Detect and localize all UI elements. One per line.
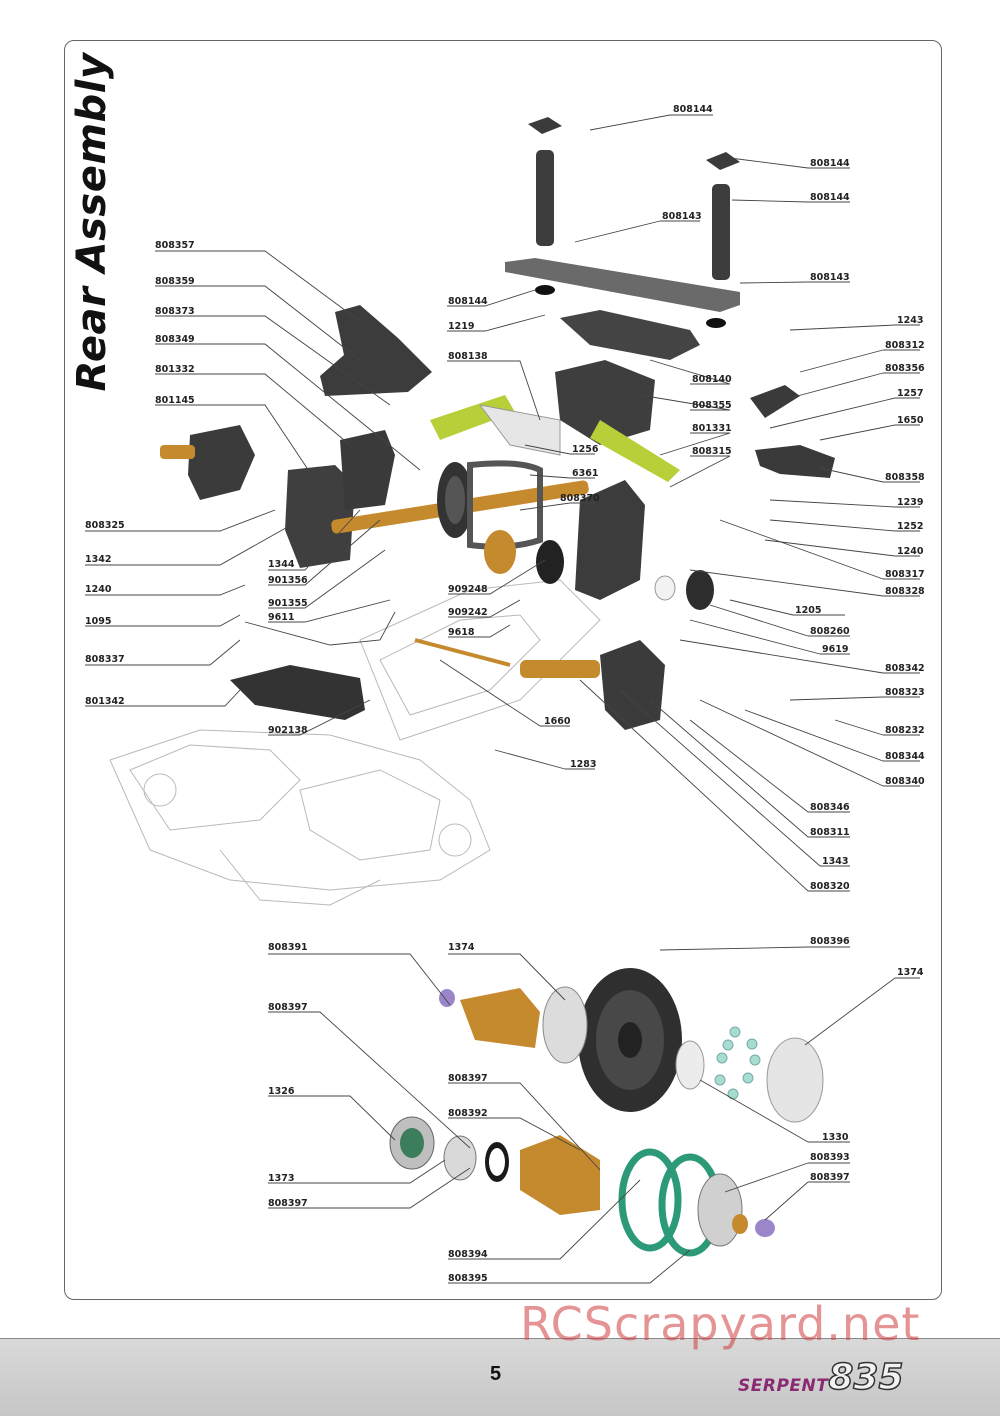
- part-label: 909248: [448, 584, 488, 595]
- watermark: RCScrapyard.net: [520, 1297, 921, 1351]
- part-label: 808349: [155, 334, 195, 345]
- part-label: 808144: [810, 158, 850, 169]
- part-label: 808260: [810, 626, 850, 637]
- part-label: 9618: [448, 627, 475, 638]
- part-label: 1344: [268, 559, 295, 570]
- part-label: 801342: [85, 696, 125, 707]
- part-label: 808373: [155, 306, 195, 317]
- part-label: 1374: [897, 967, 924, 978]
- leader-lines: [85, 114, 920, 1284]
- part-label: 808394: [448, 1249, 488, 1260]
- part-label: 808323: [885, 687, 925, 698]
- part-label: 808392: [448, 1108, 488, 1119]
- part-label: 1240: [897, 546, 924, 557]
- part-label: 808358: [885, 472, 925, 483]
- part-label: 1342: [85, 554, 111, 565]
- part-label: 901355: [268, 598, 308, 609]
- brand-logo: SERPENT835: [738, 1357, 905, 1398]
- part-label: 808325: [85, 520, 125, 531]
- part-label: 1252: [897, 521, 923, 532]
- part-shapes: [160, 117, 835, 1257]
- brand-model: 835: [828, 1357, 905, 1398]
- page-number: 5: [490, 1363, 502, 1385]
- part-label: 808311: [810, 827, 850, 838]
- part-label: 808356: [885, 363, 925, 374]
- part-label: 808144: [810, 192, 850, 203]
- part-label: 902138: [268, 725, 308, 736]
- part-label: 1095: [85, 616, 111, 627]
- part-label: 808317: [885, 569, 925, 580]
- part-label: 808397: [268, 1198, 308, 1209]
- part-label: 1373: [268, 1173, 294, 1184]
- part-label: 1239: [897, 497, 923, 508]
- part-label: 1256: [572, 444, 599, 455]
- part-label: 9611: [268, 612, 294, 623]
- part-label: 808397: [268, 1002, 308, 1013]
- part-label: 6361: [572, 468, 598, 479]
- part-label: 808143: [662, 211, 702, 222]
- part-label: 801332: [155, 364, 195, 375]
- part-label: 1326: [268, 1086, 295, 1097]
- part-label: 808344: [885, 751, 925, 762]
- part-label: 1283: [570, 759, 596, 770]
- part-label: 1219: [448, 321, 474, 332]
- part-label: 808328: [885, 586, 925, 597]
- brand-name: SERPENT: [738, 1376, 829, 1396]
- part-label: 1374: [448, 942, 475, 953]
- part-label: 909242: [448, 607, 488, 618]
- part-label: 1257: [897, 388, 923, 399]
- part-label: 808312: [885, 340, 925, 351]
- part-label: 808143: [810, 272, 850, 283]
- part-label: 1660: [544, 716, 571, 727]
- part-label: 808315: [692, 446, 732, 457]
- chassis-outline: [109, 579, 601, 906]
- part-label: 801145: [155, 395, 195, 406]
- page-frame: [64, 40, 942, 1300]
- part-label: 808395: [448, 1273, 488, 1284]
- part-label: 808397: [448, 1073, 488, 1084]
- part-label: 1343: [822, 856, 848, 867]
- part-label: 808359: [155, 276, 195, 287]
- part-label: 808370: [560, 493, 600, 504]
- part-label: 808393: [810, 1152, 850, 1163]
- part-label: 1205: [795, 605, 821, 616]
- part-label: 1650: [897, 415, 924, 426]
- part-label: 1330: [822, 1132, 849, 1143]
- part-label: 808138: [448, 351, 488, 362]
- part-label: 808396: [810, 936, 850, 947]
- part-label: 808355: [692, 400, 732, 411]
- part-label: 808144: [673, 104, 713, 115]
- part-label: 808397: [810, 1172, 850, 1183]
- part-label: 901356: [268, 575, 308, 586]
- part-label: 9619: [822, 644, 848, 655]
- part-label: 1243: [897, 315, 923, 326]
- part-label: 808342: [885, 663, 925, 674]
- part-number-labels: 808144 808144 808144 808143 808143 808357 8083…: [85, 104, 925, 1284]
- part-label: 808391: [268, 942, 308, 953]
- part-label: 808320: [810, 881, 850, 892]
- part-label: 1240: [85, 584, 112, 595]
- part-label: 808346: [810, 802, 850, 813]
- part-label: 808337: [85, 654, 125, 665]
- part-label: 808232: [885, 725, 925, 736]
- part-label: 801331: [692, 423, 732, 434]
- part-label: 808140: [692, 374, 732, 385]
- footer-band: [0, 1338, 1000, 1416]
- part-label: 808144: [448, 296, 488, 307]
- part-label: 808340: [885, 776, 925, 787]
- part-label: 808357: [155, 240, 195, 251]
